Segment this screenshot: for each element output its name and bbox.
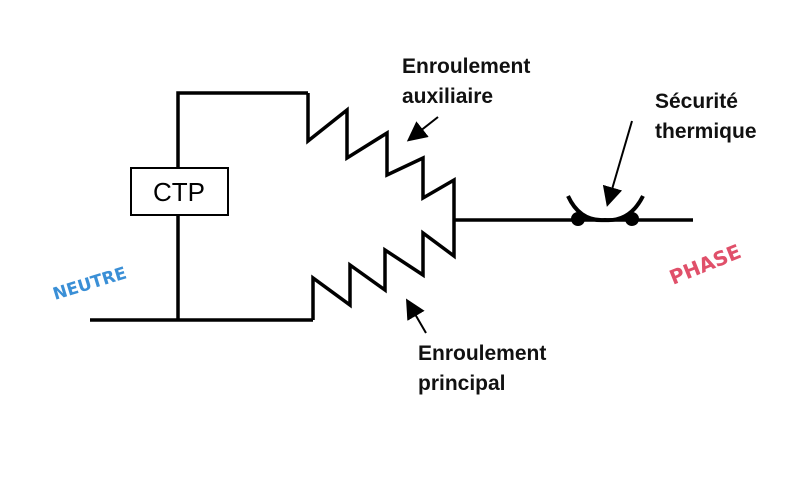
auxiliary-winding <box>306 93 456 220</box>
switch-terminal-right <box>625 212 639 226</box>
main-label-line2: principal <box>418 372 506 395</box>
thermal-label-line2: thermique <box>655 120 757 143</box>
main-winding <box>311 220 456 320</box>
switch-terminal-left <box>571 212 585 226</box>
main-label-line1: Enroulement <box>418 342 546 365</box>
top-wire <box>176 91 308 168</box>
aux-label-line2: auxiliaire <box>402 85 493 108</box>
thermal-switch-contact <box>566 195 645 223</box>
ctp-label: CTP <box>153 177 205 207</box>
thermal-arrow <box>602 120 633 207</box>
aux-arrow <box>406 116 439 142</box>
main-arrow <box>405 298 427 334</box>
phase-label: PHASE <box>666 239 744 289</box>
thermal-label-line1: Sécurité <box>655 90 738 113</box>
neutral-label: NEUTRE <box>51 263 129 304</box>
aux-label-line1: Enroulement <box>402 55 530 78</box>
ctp-box <box>130 167 229 216</box>
